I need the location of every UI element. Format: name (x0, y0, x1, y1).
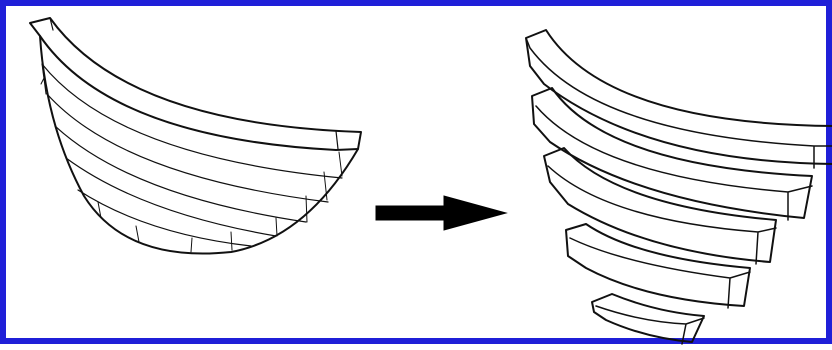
bowl-joints (41, 64, 342, 252)
curved-bowl-solid (30, 18, 361, 254)
bowl-layer-line-2 (47, 94, 328, 202)
slice-4 (566, 224, 750, 308)
slice-1 (526, 30, 832, 168)
slice-3 (544, 148, 776, 264)
bowl-layer-line-5 (78, 190, 251, 246)
slice-5 (592, 294, 704, 344)
diagram-canvas (6, 6, 832, 350)
bowl-top-cap (30, 18, 338, 149)
bowl-top-edge (40, 36, 358, 150)
right-arrow-icon (376, 196, 506, 230)
bowl-layer-line-4 (66, 158, 276, 236)
separated-curved-slices (526, 30, 832, 344)
bowl-layer-line-1 (42, 64, 342, 178)
